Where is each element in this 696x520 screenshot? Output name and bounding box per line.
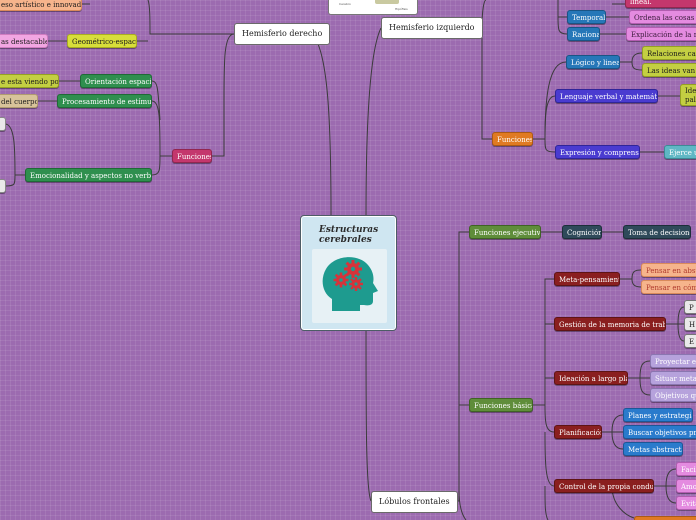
- node-geometrico-espacial[interactable]: Geométrico-espacial: [67, 34, 137, 48]
- node-metas-abstractas[interactable]: Metas abstractas: [623, 442, 683, 456]
- node-funciones-basicas[interactable]: Funciones básicas: [469, 398, 533, 412]
- node-ordena-cosas[interactable]: Ordena las cosas en se: [629, 10, 696, 24]
- image-card-top[interactable]: Cerebro Hipófisis: [328, 0, 418, 15]
- node-lineal[interactable]: lineal.: [625, 0, 696, 8]
- node-toma-decisiones[interactable]: Toma de decisiones: [623, 225, 691, 239]
- mini-card-right-label: Hipófisis: [395, 7, 408, 11]
- node-memoria-child-1[interactable]: P: [684, 300, 696, 314]
- central-topic[interactable]: Estructuras cerebrales: [300, 215, 397, 331]
- node-emocionalidad[interactable]: Emocionalidad y aspectos no verbales: [25, 168, 152, 182]
- node-ideacion-largo-plazo[interactable]: Ideación a largo plazo: [554, 371, 628, 385]
- node-relaciones-causa[interactable]: Relaciones causa: [642, 46, 696, 60]
- node-funciones-ejecutivas[interactable]: Funciones ejecutivas: [469, 225, 541, 239]
- node-control-conducta[interactable]: Control de la propia conducta: [554, 479, 654, 493]
- mini-card-left-label: Cerebro: [339, 2, 351, 6]
- node-pensar-como[interactable]: Pensar en cómo: [641, 280, 696, 294]
- node-proyectar-exp[interactable]: Proyectar exp: [650, 354, 696, 368]
- node-cut-2[interactable]: [0, 179, 6, 193]
- node-memoria-child-3[interactable]: E: [684, 334, 696, 348]
- node-cut-1[interactable]: [0, 117, 6, 131]
- node-esta-viendo[interactable]: e esta viendo por.: [0, 74, 59, 88]
- node-control-child-2[interactable]: Amor: [676, 479, 696, 493]
- node-artistico[interactable]: eso artístico e innovador.: [0, 0, 82, 11]
- node-temporal[interactable]: Temporal: [567, 10, 606, 24]
- node-memoria-child-2[interactable]: H: [684, 317, 696, 331]
- node-orientacion-espacial[interactable]: Orientación espacial: [80, 74, 152, 88]
- node-lenguaje-verbal[interactable]: Lenguaje verbal y matemáticas: [555, 89, 658, 103]
- node-planes-estrategias[interactable]: Planes y estrategias: [623, 408, 693, 422]
- node-cognicion[interactable]: Cognición: [562, 225, 602, 239]
- central-title: Estructuras cerebrales: [305, 225, 393, 245]
- topic-hemisferio-derecho[interactable]: Hemisferio derecho: [234, 23, 330, 45]
- node-planificacion[interactable]: Planificación: [554, 425, 602, 439]
- node-identifica-line-2: pala: [685, 96, 695, 105]
- node-buscar-objetivos[interactable]: Buscar objetivos propi: [623, 425, 696, 439]
- node-explicacion-realidad[interactable]: Explicación de la realid: [626, 27, 696, 41]
- node-control-child-3[interactable]: Evita: [676, 496, 696, 510]
- node-identifica-palabras[interactable]: Iden pala: [680, 84, 696, 106]
- topic-lobulos-frontales[interactable]: Lóbulos frontales: [371, 491, 458, 513]
- node-funciones-izquierdo[interactable]: Funciones: [492, 132, 533, 146]
- node-del-cuerpo[interactable]: del cuerpo.: [0, 94, 38, 108]
- node-ideas-van[interactable]: Las ideas van en: [642, 63, 696, 77]
- node-identifica-line-1: Iden: [685, 87, 695, 96]
- node-control-child-1[interactable]: Facili: [676, 462, 696, 476]
- node-racional[interactable]: Racional: [567, 27, 600, 41]
- mini-card-graphic: [375, 0, 399, 4]
- node-meta-pensamiento[interactable]: Meta-pensamiento: [554, 272, 620, 286]
- node-expresion-comprension[interactable]: Expresión y comprensión: [555, 145, 640, 159]
- node-ejerce-un[interactable]: Ejerce un: [664, 145, 696, 159]
- head-gears-icon: [312, 249, 387, 323]
- node-pensar-abstracto[interactable]: Pensar en abstra: [641, 263, 696, 277]
- node-memoria-trabajo[interactable]: Gestión de la memoria de trabajo: [554, 317, 666, 331]
- node-logico-lineal[interactable]: Lógico y lineal: [566, 55, 620, 69]
- node-cut-bottom[interactable]: [634, 516, 696, 520]
- node-objetivos-que[interactable]: Objetivos qu: [650, 388, 696, 402]
- node-situar-metas[interactable]: Situar metas: [650, 371, 696, 385]
- node-funciones-derecho[interactable]: Funciones: [172, 149, 212, 163]
- node-procesamiento-estimulos[interactable]: Procesamiento de estímulos: [57, 94, 152, 108]
- topic-hemisferio-izquierdo[interactable]: Hemisferio izquierdo: [381, 17, 483, 39]
- node-destacables[interactable]: as destacables: [0, 34, 48, 48]
